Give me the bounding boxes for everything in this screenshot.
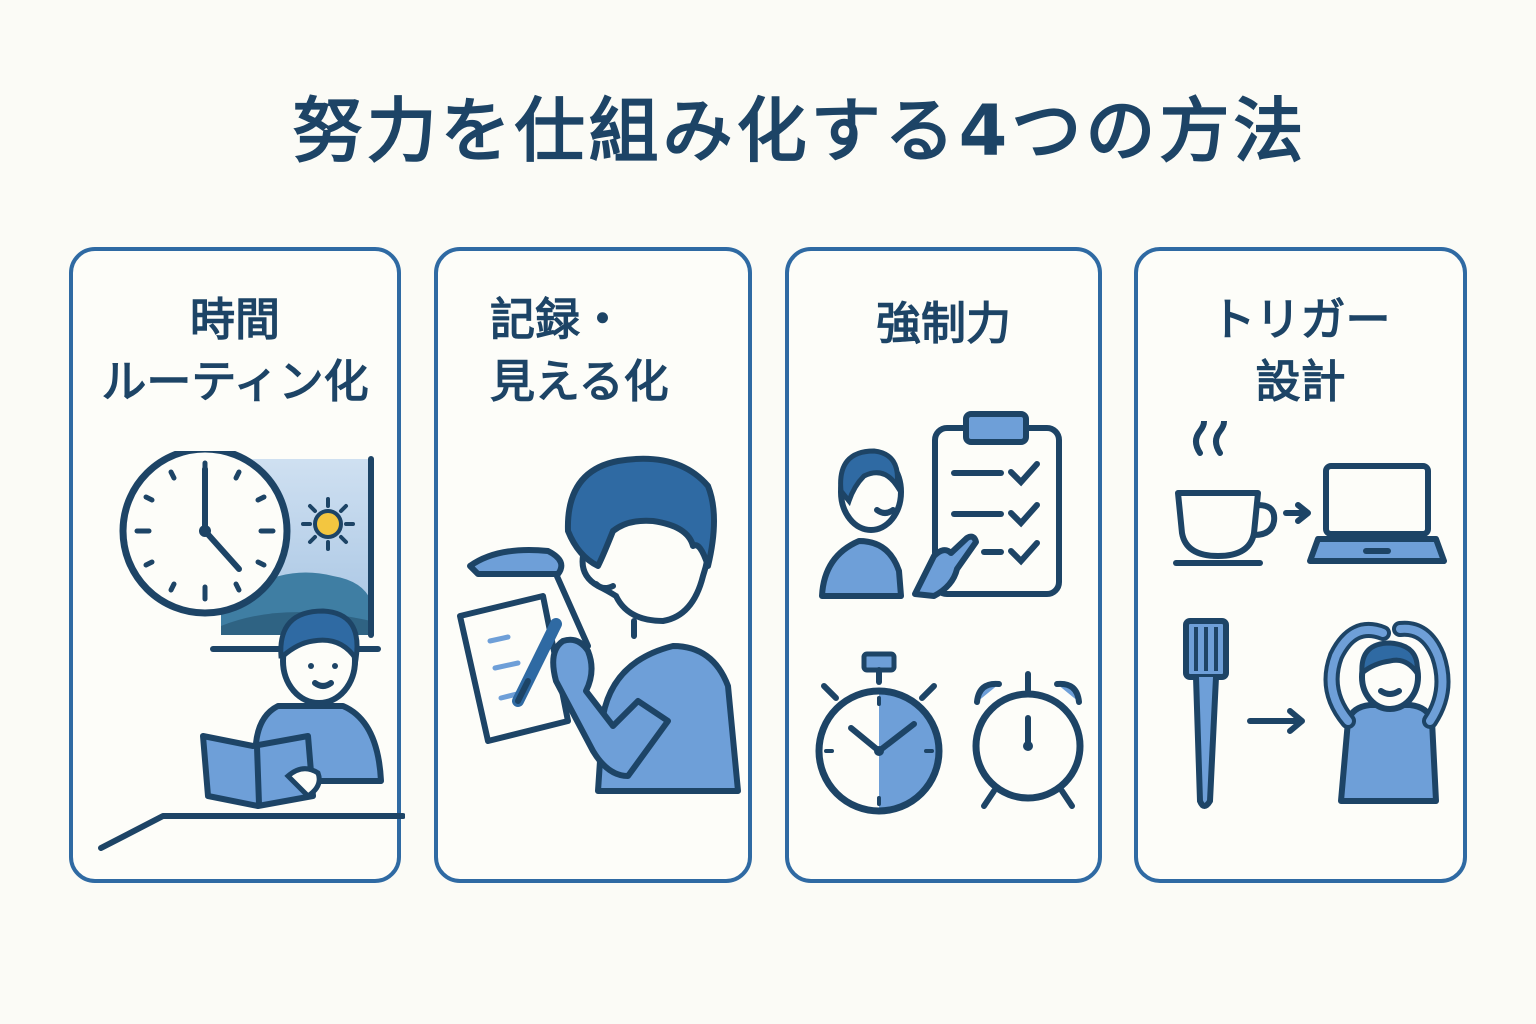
card-time-routine: 時間 ルーティン化 (69, 247, 405, 883)
person-writing-illustration (457, 455, 741, 794)
sun-icon (301, 497, 355, 551)
trigger-illustration (1173, 421, 1451, 809)
coffee-cup-icon (1173, 421, 1278, 566)
pointing-person-icon (819, 448, 979, 599)
stretching-person-icon (1323, 620, 1451, 804)
hand-pen-icon (512, 618, 671, 779)
clock-icon (119, 451, 291, 617)
card-title-trigger-design: トリガー 設計 (1210, 293, 1391, 408)
card-title-record-visualize: 記録・ 見える化 (490, 293, 669, 408)
notebook-icon (457, 547, 591, 744)
card-trigger-design: トリガー 設計 (1134, 247, 1467, 883)
arrow-right-icon (1283, 502, 1311, 524)
toothbrush-icon (1183, 618, 1229, 809)
card-title-time-routine: 時間 ルーティン化 (101, 293, 369, 408)
card-enforcement: 強制力 (785, 247, 1102, 883)
reading-person-icon (98, 608, 405, 851)
laptop-icon (1307, 463, 1447, 564)
clock-reading-illustration (98, 451, 405, 851)
checklist-timer-illustration (815, 411, 1084, 815)
page-title: 努力を仕組み化する4つの方法 (292, 90, 1308, 172)
card-record-visualize: 記録・ 見える化 (434, 247, 752, 883)
stopwatch-icon (815, 651, 943, 815)
card-title-enforcement: 強制力 (875, 297, 1011, 350)
arrow-right-icon (1247, 708, 1305, 734)
alarm-clock-icon (972, 671, 1084, 809)
